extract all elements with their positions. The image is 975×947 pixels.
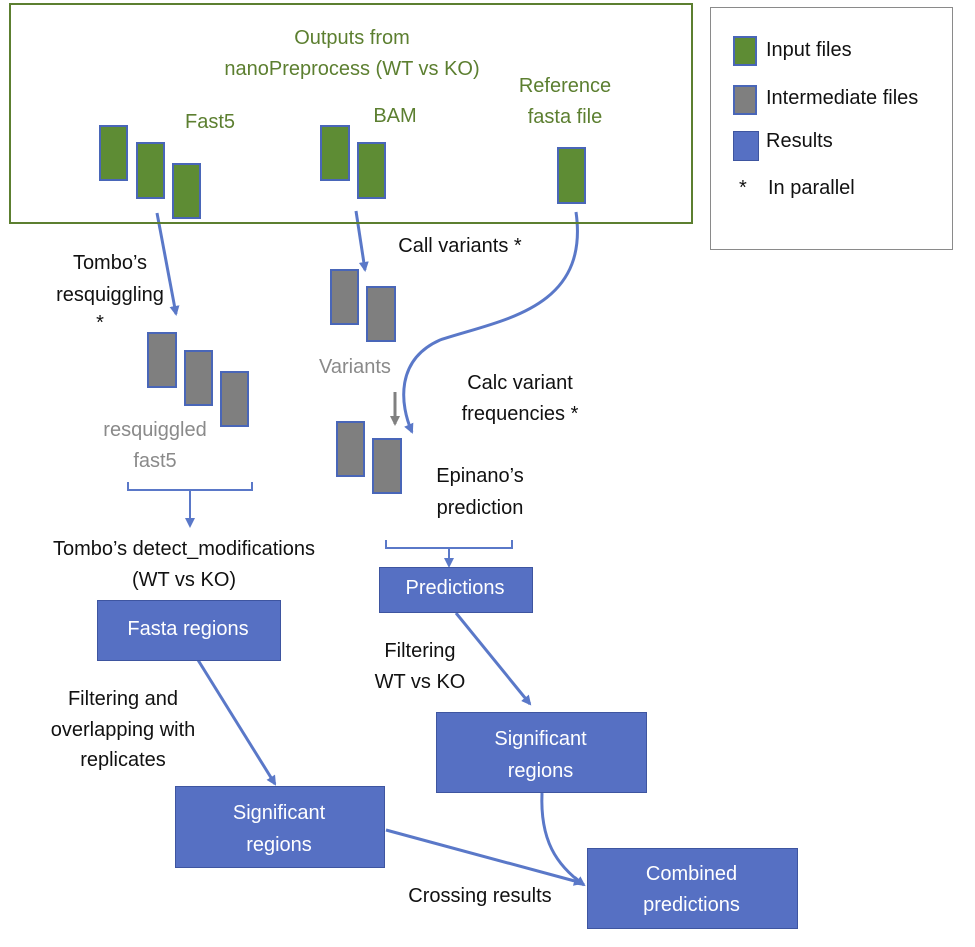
fasta-regions-box bbox=[97, 600, 281, 661]
resquiggled-file-2 bbox=[184, 350, 213, 406]
reference-file bbox=[557, 147, 586, 204]
arrow-fast5-to-resquiggle bbox=[155, 212, 180, 316]
legend-parallel-symbol: * bbox=[739, 177, 747, 199]
input-files-frame bbox=[9, 3, 693, 224]
fast5-file-2 bbox=[136, 142, 165, 199]
fasta-regions-label: Fasta regions bbox=[127, 618, 249, 640]
legend-input-label: Input files bbox=[766, 39, 852, 61]
filter-overlap-line2: overlapping with bbox=[50, 719, 196, 741]
arrow-bam-to-variants bbox=[354, 210, 369, 272]
calc-frequencies-line2: frequencies * bbox=[461, 403, 579, 425]
epinano-file-1 bbox=[336, 421, 365, 477]
variants-label: Variants bbox=[319, 356, 391, 378]
significant-right-line2: regions bbox=[507, 760, 574, 782]
call-variants-step: Call variants * bbox=[398, 235, 522, 257]
fast5-file-3 bbox=[172, 163, 201, 219]
arrow-fasta-to-significant bbox=[196, 659, 277, 786]
arrow-predictions-to-significant bbox=[454, 612, 532, 706]
calc-frequencies-line1: Calc variant bbox=[467, 372, 573, 394]
brace-epinano bbox=[385, 540, 513, 566]
legend-intermediate-swatch bbox=[733, 85, 757, 115]
resquiggle-step-star: * bbox=[96, 312, 104, 334]
combined-predictions-line1: Combined bbox=[645, 863, 738, 885]
arrow-reference-to-epinano bbox=[402, 211, 579, 434]
resquiggled-label-line2: fast5 bbox=[133, 450, 177, 472]
fast5-file-1 bbox=[99, 125, 128, 181]
significant-right-box bbox=[436, 712, 647, 793]
inputs-title-line2: nanoPreprocess (WT vs KO) bbox=[224, 58, 480, 80]
legend-parallel-label: In parallel bbox=[768, 177, 855, 199]
bam-label: BAM bbox=[373, 105, 417, 127]
filtering-wt-line2: WT vs KO bbox=[374, 671, 466, 693]
filtering-wt-line1: Filtering bbox=[384, 640, 456, 662]
variant-file-1 bbox=[330, 269, 359, 325]
bam-file-2 bbox=[357, 142, 386, 199]
inputs-title-line1: Outputs from bbox=[294, 27, 410, 49]
significant-left-line2: regions bbox=[246, 834, 312, 856]
significant-right-line1: Significant bbox=[494, 728, 587, 750]
predictions-label: Predictions bbox=[405, 577, 505, 599]
legend-results-label: Results bbox=[766, 130, 833, 152]
epinano-step-line2: prediction bbox=[436, 497, 524, 519]
detect-modifications-line1: Tombo’s detect_modifications bbox=[53, 538, 315, 560]
reference-label-line2: fasta file bbox=[527, 106, 603, 128]
variant-file-2 bbox=[366, 286, 396, 342]
brace-resquiggled bbox=[127, 482, 253, 526]
resquiggled-file-1 bbox=[147, 332, 177, 388]
significant-left-line1: Significant bbox=[232, 802, 326, 824]
resquiggled-label-line1: resquiggled bbox=[103, 419, 207, 441]
epinano-step-line1: Epinano’s bbox=[436, 465, 524, 487]
filter-overlap-line1: Filtering and bbox=[67, 688, 179, 710]
resquiggle-step-line2: resquiggling bbox=[56, 284, 164, 306]
combined-predictions-line2: predictions bbox=[643, 894, 740, 916]
epinano-file-2 bbox=[372, 438, 402, 494]
reference-label-line1: Reference bbox=[518, 75, 612, 97]
legend-intermediate-label: Intermediate files bbox=[766, 87, 919, 109]
arrow-significant-right-to-combined bbox=[540, 792, 586, 887]
legend-frame bbox=[710, 7, 953, 250]
legend-results-swatch bbox=[733, 131, 759, 161]
bam-file-1 bbox=[320, 125, 350, 181]
detect-modifications-line2: (WT vs KO) bbox=[131, 569, 237, 591]
fast5-label: Fast5 bbox=[184, 111, 236, 133]
filter-overlap-line3: replicates bbox=[80, 749, 166, 771]
significant-left-box bbox=[175, 786, 385, 868]
resquiggle-step-line1: Tombo’s bbox=[72, 252, 148, 274]
predictions-box bbox=[379, 567, 533, 613]
resquiggled-file-3 bbox=[220, 371, 249, 427]
crossing-results-step: Crossing results bbox=[408, 885, 552, 907]
combined-predictions-box bbox=[587, 848, 798, 929]
arrow-significant-left-to-combined bbox=[385, 828, 584, 886]
legend-input-swatch bbox=[733, 36, 757, 66]
